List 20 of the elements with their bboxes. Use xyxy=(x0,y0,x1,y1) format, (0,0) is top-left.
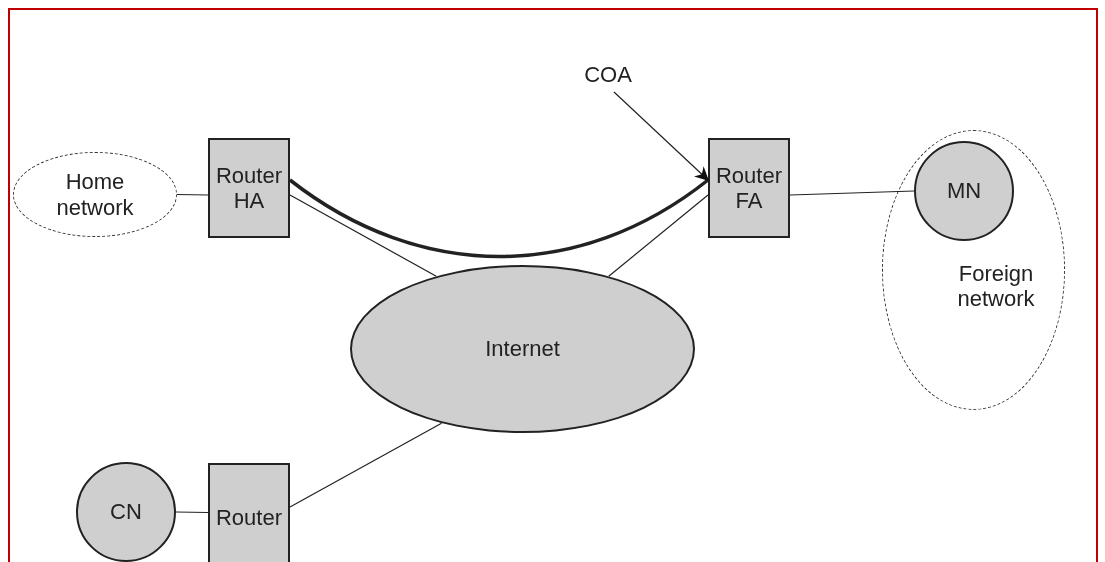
node-label: Router FA xyxy=(714,162,783,214)
link-line xyxy=(289,422,443,508)
node-label: Foreign network xyxy=(956,261,1036,312)
router-box xyxy=(708,138,790,238)
node-label: Internet xyxy=(485,336,560,362)
link-line xyxy=(289,194,437,277)
router-box xyxy=(208,463,290,562)
address-label: COA xyxy=(578,58,638,92)
link-line xyxy=(175,511,209,514)
node-label: Router HA xyxy=(214,162,283,214)
node-label: CN xyxy=(110,499,142,525)
link-line xyxy=(789,190,915,196)
tunnel-line xyxy=(289,178,709,259)
node-label: Home network xyxy=(55,169,135,220)
node-label: Router xyxy=(215,505,282,531)
router-box xyxy=(208,138,290,238)
arrow xyxy=(613,91,709,181)
link-line xyxy=(608,194,709,277)
node-label: MN xyxy=(946,178,982,204)
link-line xyxy=(176,193,209,196)
